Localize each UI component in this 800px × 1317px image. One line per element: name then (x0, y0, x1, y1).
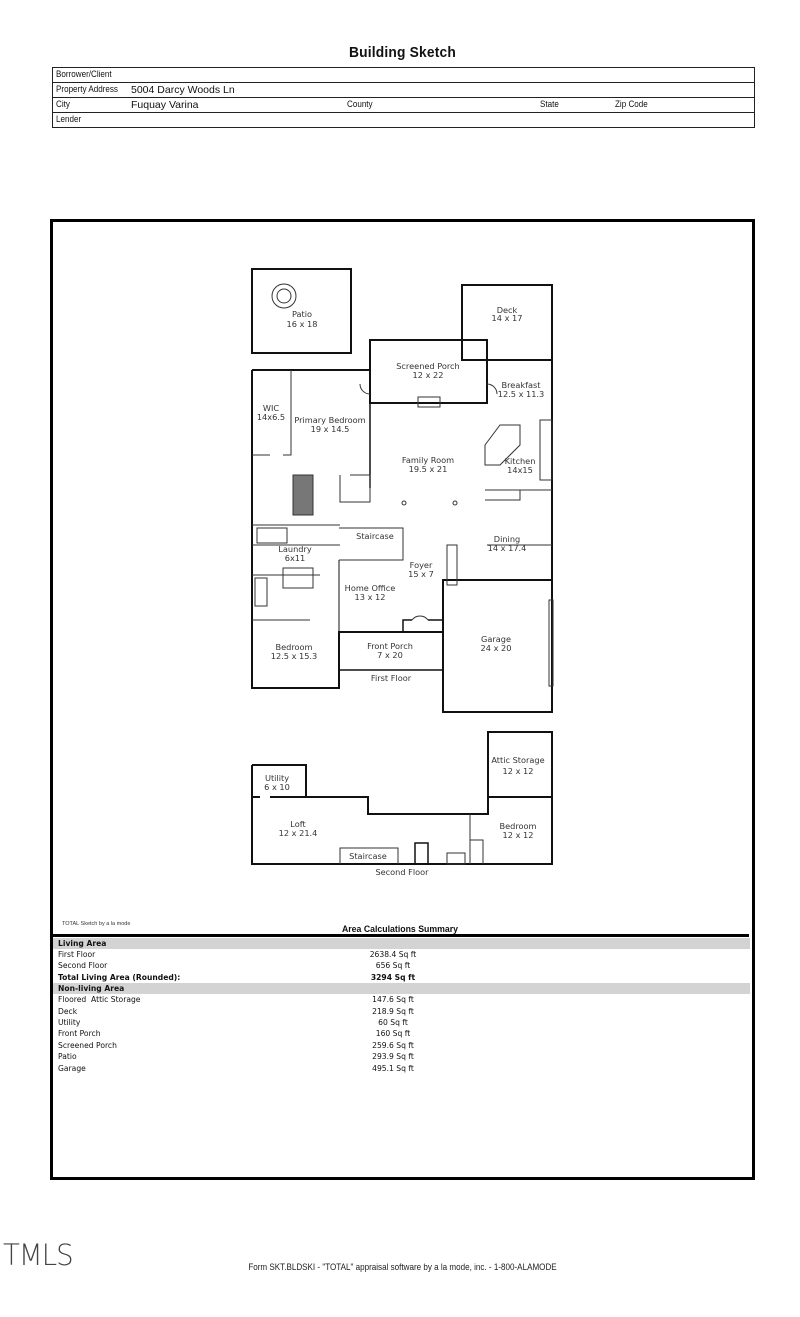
page-title: Building Sketch (348, 44, 457, 61)
sketch-frame (50, 219, 755, 1180)
lender-row: Lender (53, 113, 754, 127)
area-row-value: 259.6 Sq ft (372, 1040, 414, 1050)
breakfast-dim: 12.5 x 11.3 (498, 389, 545, 399)
address-value: 5004 Darcy Woods Ln (131, 84, 235, 96)
foyer-label: Foyer (410, 560, 433, 570)
area-row-value: 218.9 Sq ft (372, 1006, 414, 1016)
staircase-label: Staircase (356, 531, 394, 541)
area-row-value: 147.6 Sq ft (372, 995, 414, 1005)
borrower-row: Borrower/Client (53, 68, 754, 83)
patio-label: Patio (292, 309, 312, 319)
living-area-header: Living Area (53, 938, 750, 949)
front-porch-label: Front Porch (367, 641, 413, 651)
area-row-value: 495.1 Sq ft (372, 1063, 414, 1073)
kitchen-label: Kitchen (505, 456, 536, 466)
wic-dim: 14x6.5 (257, 412, 285, 422)
deck-dim: 14 x 17 (492, 313, 523, 323)
patio-dim: 16 x 18 (287, 319, 318, 329)
kitchen-dim: 14x15 (507, 465, 533, 475)
first-floor-label: First Floor (371, 673, 412, 683)
breakfast-label: Breakfast (502, 380, 542, 390)
area-row-value: 293.9 Sq ft (372, 1052, 414, 1062)
total-living-label: Total Living Area (Rounded): (58, 972, 181, 982)
area-row: Floored Attic Storage 147.6 Sq ft (53, 994, 750, 1005)
screened-porch-outline (369, 339, 488, 404)
area-row-label: Front Porch (58, 1029, 101, 1039)
state-label: State (540, 99, 559, 110)
area-row: First Floor 2638.4 Sq ft (53, 949, 750, 960)
address-label: Property Address (56, 84, 118, 95)
laundry-label: Laundry (278, 544, 312, 554)
primary-bedroom-label: Primary Bedroom (294, 415, 365, 425)
attic-storage-label: Attic Storage (491, 755, 544, 765)
address-row: Property Address 5004 Darcy Woods Ln (53, 83, 754, 98)
area-row: Screened Porch 259.6 Sq ft (53, 1040, 750, 1051)
loft-dim: 12 x 21.4 (279, 828, 318, 838)
area-row: Patio 293.9 Sq ft (53, 1051, 750, 1062)
family-room-dim: 19.5 x 21 (409, 464, 448, 474)
area-summary-title: Area Calculations Summary (341, 924, 459, 935)
total-living-row: Total Living Area (Rounded): 3294 Sq ft (53, 972, 750, 983)
garage-dim: 24 x 20 (481, 643, 512, 653)
sketch-credit: TOTAL Sketch by a la mode (62, 921, 131, 927)
utility-dim: 6 x 10 (264, 782, 290, 792)
bedroom-dim: 12.5 x 15.3 (271, 651, 318, 661)
area-row: Utility 60 Sq ft (53, 1017, 750, 1028)
lender-label: Lender (56, 114, 82, 125)
area-summary-table: Living Area First Floor 2638.4 Sq ft Seco… (53, 938, 750, 1074)
area-row: Second Floor 656 Sq ft (53, 960, 750, 971)
area-row-value: 60 Sq ft (378, 1017, 408, 1027)
city-value: Fuquay Varina (131, 99, 199, 111)
area-row-value: 656 Sq ft (375, 961, 411, 971)
wic-label: WIC (263, 403, 280, 413)
county-label: County (347, 99, 373, 110)
front-porch-dim: 7 x 20 (377, 650, 403, 660)
zip-label: Zip Code (615, 99, 648, 110)
area-row-label: Deck (58, 1006, 78, 1016)
area-row-label: Utility (58, 1017, 81, 1027)
area-row: Garage 495.1 Sq ft (53, 1063, 750, 1074)
area-row: Deck 218.9 Sq ft (53, 1006, 750, 1017)
laundry-dim: 6x11 (285, 553, 305, 563)
area-row-value: 2638.4 Sq ft (369, 950, 417, 959)
screened-porch-dim: 12 x 22 (413, 370, 444, 380)
home-office-dim: 13 x 12 (355, 592, 386, 602)
city-row: City Fuquay Varina County State Zip Code (53, 98, 754, 113)
floor-plan-sketch: Patio 16 x 18 Deck 14 x 17 Screened Porc… (251, 268, 554, 877)
summary-divider (52, 934, 749, 937)
bedroom2-label: Bedroom (499, 821, 536, 831)
tmls-watermark-logo: TMLS (3, 1238, 74, 1272)
area-row-label: Patio (58, 1052, 77, 1062)
form-footer: Form SKT.BLDSKI - "TOTAL" appraisal soft… (248, 1262, 557, 1273)
dining-dim: 14 x 17.4 (488, 543, 527, 553)
utility-label: Utility (265, 773, 289, 783)
bedroom-label: Bedroom (275, 642, 312, 652)
city-label: City (56, 99, 70, 110)
primary-bedroom-dim: 19 x 14.5 (311, 424, 350, 434)
screened-porch-label: Screened Porch (396, 361, 460, 371)
area-row-label: Garage (58, 1063, 86, 1073)
attic-storage-dim: 12 x 12 (503, 766, 534, 776)
patio-outline (251, 268, 352, 354)
home-office-label: Home Office (345, 583, 396, 593)
garage-label: Garage (481, 634, 511, 644)
area-row-label: Screened Porch (58, 1040, 117, 1050)
borrower-label: Borrower/Client (56, 69, 112, 80)
second-floor-label: Second Floor (375, 867, 429, 877)
family-room-label: Family Room (402, 455, 454, 465)
deck-label: Deck (497, 305, 518, 315)
area-row-label: Floored Attic Storage (58, 995, 141, 1005)
area-row-value: 160 Sq ft (375, 1029, 411, 1039)
dining-label: Dining (494, 534, 520, 544)
total-living-value: 3294 Sq ft (370, 972, 416, 982)
area-row-label: First Floor (58, 950, 96, 959)
loft-label: Loft (290, 819, 306, 829)
nonliving-area-header: Non-living Area (53, 983, 750, 995)
foyer-dim: 15 x 7 (408, 569, 434, 579)
area-row: Front Porch 160 Sq ft (53, 1028, 750, 1039)
staircase2-label: Staircase (349, 851, 387, 861)
property-header-table: Borrower/Client Property Address 5004 Da… (52, 67, 755, 128)
area-row-label: Second Floor (58, 961, 108, 971)
bedroom2-dim: 12 x 12 (503, 830, 534, 840)
